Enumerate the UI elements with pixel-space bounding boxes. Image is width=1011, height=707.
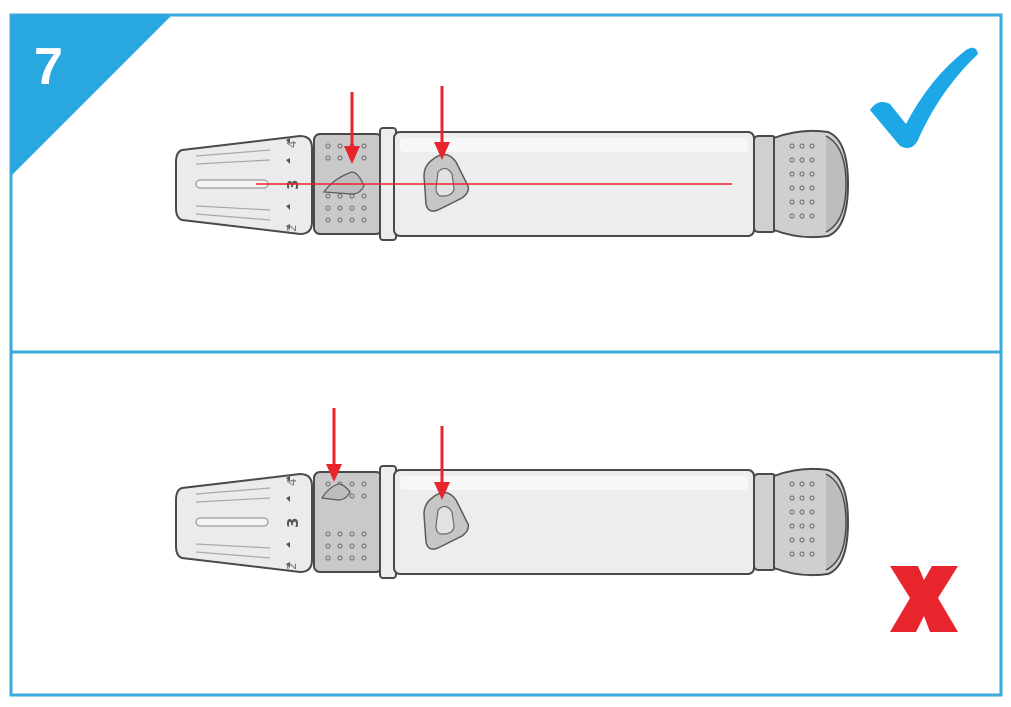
panel-correct: 4 3 2 (175, 47, 978, 241)
arrow-release-button (434, 86, 450, 160)
arrow-release-button (434, 426, 450, 500)
check-icon (870, 47, 978, 148)
depth-pointer (321, 483, 351, 501)
depth-number-4: 4 (285, 478, 299, 486)
step-badge (11, 15, 172, 176)
depth-number-2: 2 (285, 562, 299, 570)
panel-incorrect: 4 3 2 (175, 408, 849, 579)
depth-pointer (322, 171, 365, 195)
depth-number-4: 4 (285, 140, 299, 148)
outer-frame (9, 13, 1003, 697)
arrow-dial-indicator (326, 408, 342, 482)
depth-number-3: 3 (284, 518, 302, 528)
arrow-dial-indicator (344, 92, 360, 164)
step-number: 7 (34, 38, 63, 96)
depth-number-2: 2 (285, 224, 299, 232)
cross-icon (890, 566, 958, 632)
lancing-device: 4 3 2 (175, 465, 849, 579)
